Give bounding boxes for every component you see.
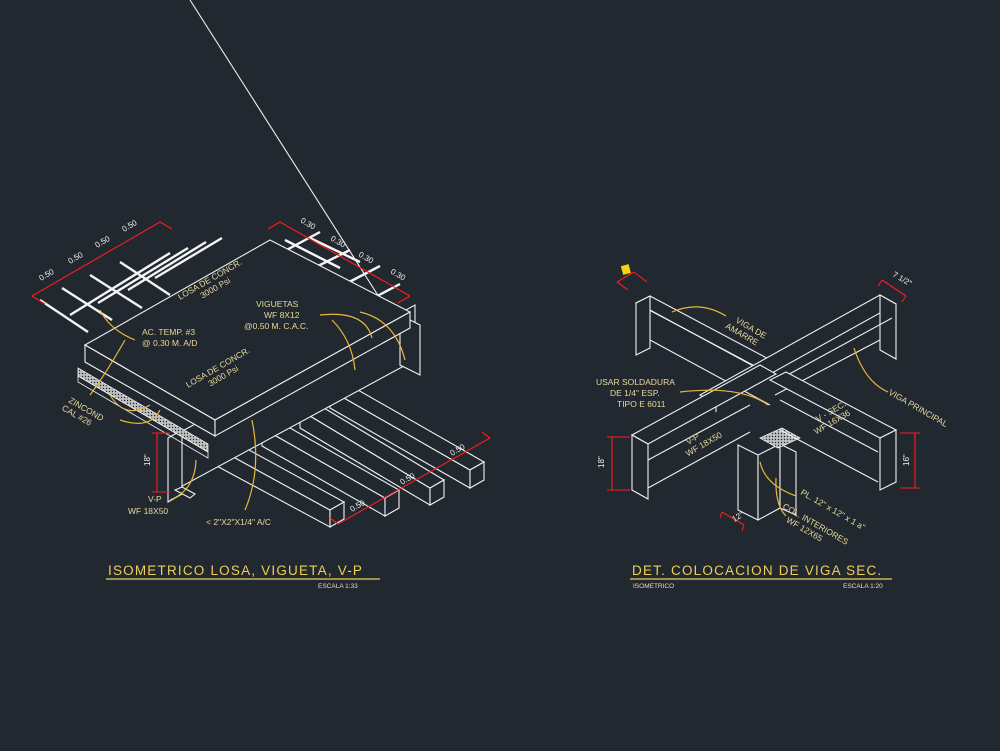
label-vigueta-1: VIGUETAS: [256, 299, 299, 309]
label-sold-2: DE 1/4" ESP.: [610, 388, 660, 398]
label-vigueta-3: @0.50 M. C.A.C.: [244, 321, 308, 331]
label-sold-1: USAR SOLDADURA: [596, 377, 675, 387]
leaders-left: [89, 309, 406, 511]
dim-top-left-3: 0.50: [121, 218, 139, 234]
dim-left-right-detail: 18": [597, 456, 606, 468]
scale-left: ESCALA 1:33: [318, 583, 358, 590]
dim-height-left: 18": [143, 454, 152, 466]
secondary-beam-detail: 7 1/2" 18" 16" 12" VIGA DE AMARRE VIGA P…: [596, 264, 950, 590]
leaders-right: [671, 306, 889, 517]
label-vigueta-2: WF 8X12: [264, 310, 300, 320]
title-left: ISOMETRICO LOSA, VIGUETA, V-P: [108, 563, 363, 578]
concrete-slab: [77, 239, 412, 459]
label-angle: < 2"X2"X1/4" A/C: [206, 517, 271, 527]
dim-top-right-0: 0.30: [299, 216, 317, 232]
dim-top-right-2: 0.30: [357, 250, 375, 266]
joist-beams: [213, 381, 486, 528]
dim-top-left-2: 0.50: [94, 234, 112, 250]
label-acero-2: @ 0.30 M. A/D: [142, 338, 197, 348]
interior-column: [737, 427, 801, 521]
dim-top-left-1: 0.50: [67, 250, 85, 266]
scale-right: ESCALA 1:20: [843, 583, 883, 590]
dim-top-right-3: 0.30: [389, 267, 407, 283]
vp-beam: [630, 364, 778, 500]
label-acero-1: AC. TEMP. #3: [142, 327, 195, 337]
label-principal: VIGA PRINCIPAL: [887, 387, 950, 429]
label-vp-2: WF 18X50: [128, 506, 168, 516]
dim-top-right: 7 1/2": [891, 270, 914, 288]
label-vp-1: V-P: [148, 494, 162, 504]
dim-right-right-detail: 16": [902, 454, 911, 466]
label-sold-3: TIPO E 6011: [617, 399, 666, 409]
subtitle-right: ISOMETRICO: [633, 583, 674, 590]
v-sec-beam: [768, 371, 898, 491]
title-right: DET. COLOCACION DE VIGA SEC.: [632, 563, 882, 578]
isometric-slab-detail: 0.50 0.50 0.50 0.50 0.30 0.30 0.30 0.30 …: [31, 0, 491, 590]
dim-top-left-0: 0.50: [38, 267, 56, 283]
